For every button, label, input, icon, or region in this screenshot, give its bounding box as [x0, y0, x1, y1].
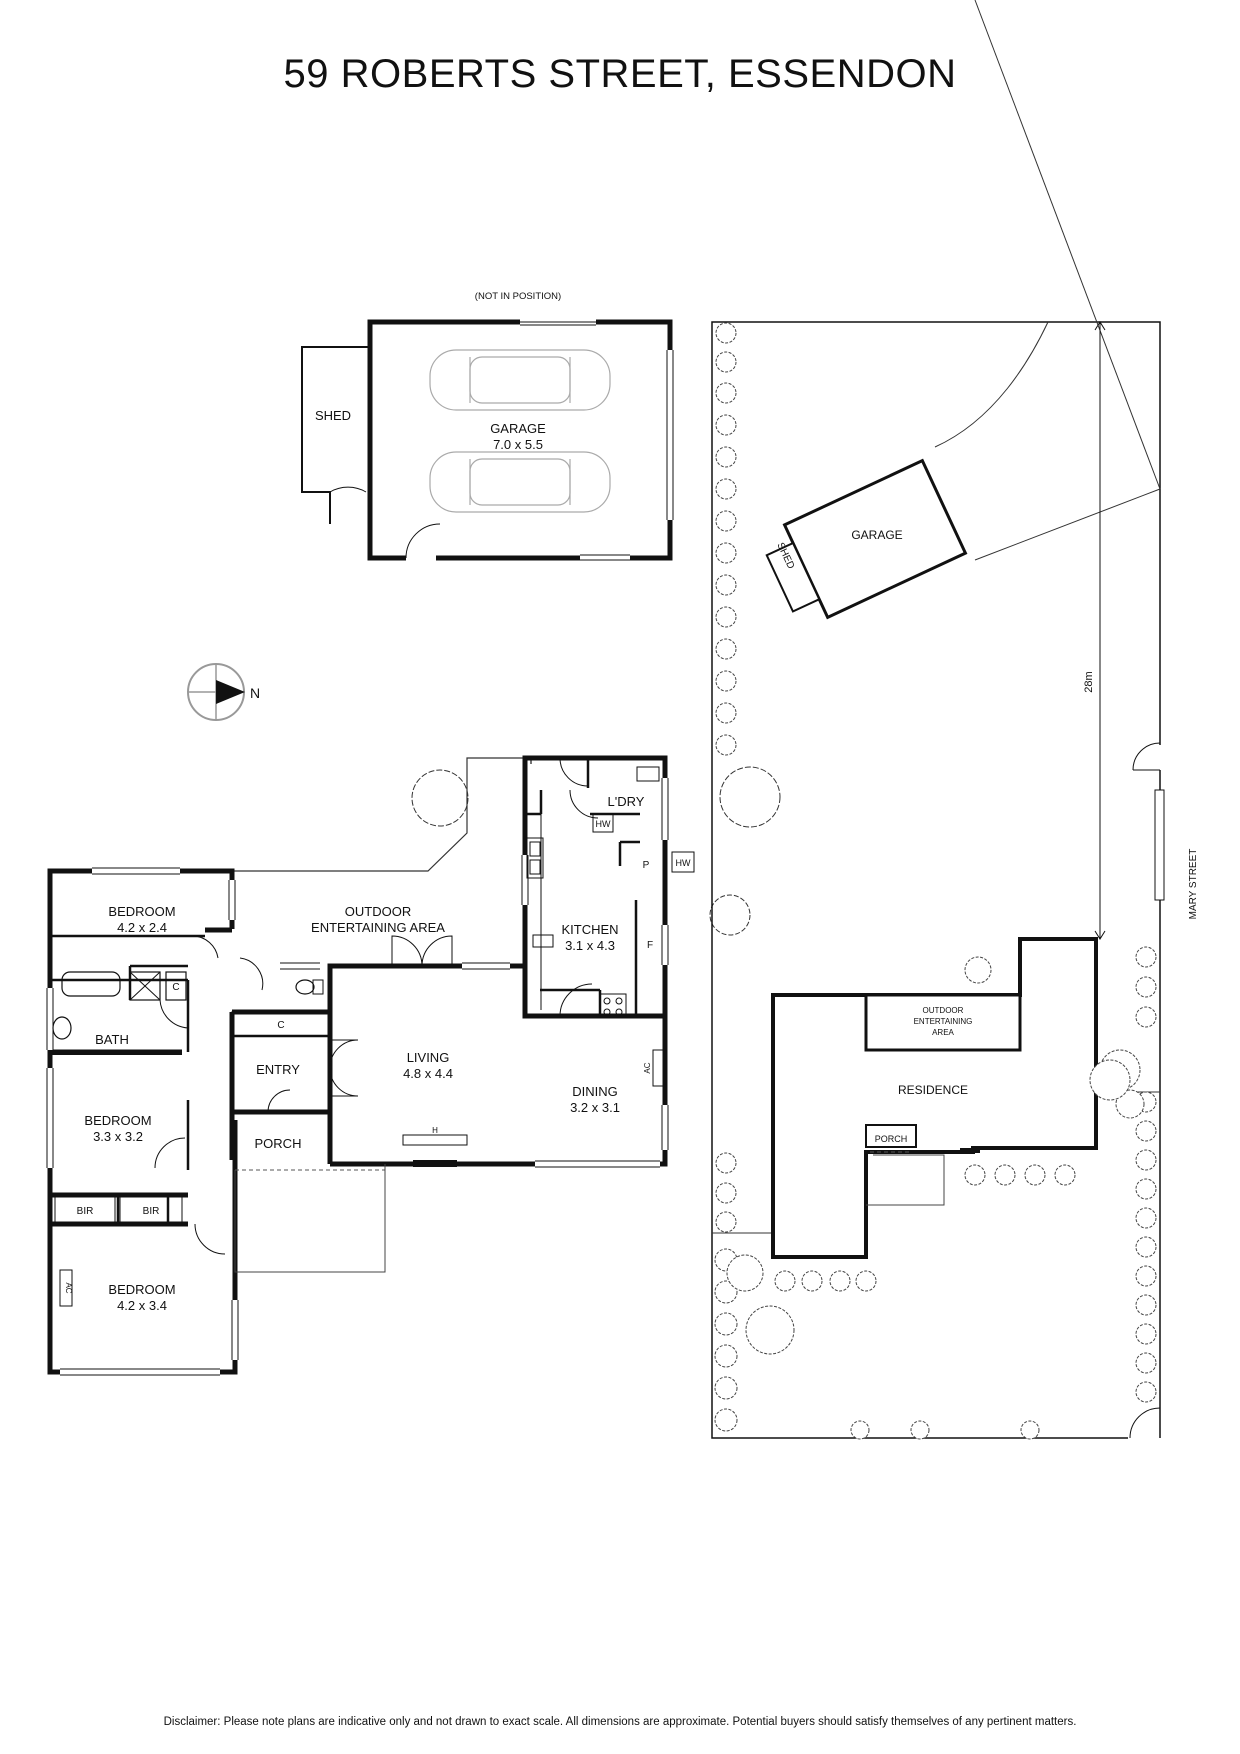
bedroom2-size: 3.3 x 3.2 [93, 1129, 143, 1144]
kitchen-size: 3.1 x 4.3 [565, 938, 615, 953]
outdoor-label-2: ENTERTAINING AREA [311, 920, 445, 935]
site-outdoor-area [864, 993, 1022, 1052]
not-in-position-note: (NOT IN POSITION) [475, 291, 561, 302]
entry-cupboard-label: C [277, 1020, 284, 1031]
bedroom3-name: BEDROOM [108, 1282, 175, 1297]
living-size: 4.8 x 4.4 [403, 1066, 453, 1081]
house-plan: H [46, 755, 781, 1376]
outbuilding: (NOT IN POSITION) SHED GARAGE [301, 291, 674, 562]
site-garage [765, 458, 968, 620]
hw-external-label: HW [676, 858, 691, 868]
hw-label: HW [596, 819, 611, 829]
side-gate [1132, 742, 1161, 771]
site-porch [865, 1124, 917, 1148]
ac-unit-bedroom [59, 1269, 73, 1307]
car-bottom [429, 451, 611, 513]
garage-label: GARAGE [490, 421, 546, 436]
robe-2 [119, 1196, 183, 1223]
garden-trees [726, 956, 1131, 1440]
laundry-name: L'DRY [608, 794, 645, 809]
dining-name: DINING [572, 1084, 618, 1099]
kitchen-appliance [532, 934, 554, 948]
site-outdoor-label-2: ENTERTAINING [914, 1017, 973, 1026]
bath-name: BATH [95, 1032, 129, 1047]
living-french-door-right [421, 935, 453, 967]
boundary-trees-east [1099, 946, 1157, 1403]
heater-label: H [432, 1126, 438, 1135]
entry-name: ENTRY [256, 1062, 300, 1077]
bathtub [61, 971, 121, 997]
site-garage-label: GARAGE [851, 528, 902, 542]
toilet [295, 979, 315, 995]
site-residence [771, 937, 1098, 1259]
bedroom1-name: BEDROOM [108, 904, 175, 919]
site-outdoor-label-1: OUTDOOR [923, 1006, 964, 1015]
kitchen-name: KITCHEN [561, 922, 618, 937]
garage-door-swing [405, 523, 441, 559]
dimension-label: 28m [1083, 671, 1095, 692]
kitchen-sink [526, 837, 544, 879]
living-french-door-left [391, 935, 423, 967]
fireplace [413, 1160, 457, 1167]
robe-1-label: BIR [77, 1206, 94, 1217]
bath-cupboard-label: C [172, 982, 179, 993]
robe-1 [54, 1196, 116, 1223]
site-outdoor-label-3: AREA [932, 1028, 954, 1037]
dining-size: 3.2 x 3.1 [570, 1100, 620, 1115]
car-top [429, 349, 611, 411]
street-gate [1154, 789, 1165, 901]
outdoor-label-1: OUTDOOR [345, 904, 411, 919]
hw-unit-box [592, 813, 614, 833]
driveway-edge-south [974, 488, 1161, 561]
front-path [234, 1164, 386, 1273]
boundary-trees-west [714, 322, 738, 1432]
laundry-trough [636, 766, 660, 782]
disclaimer-text: Disclaimer: Please note plans are indica… [163, 1716, 1077, 1728]
front-gate [1129, 1407, 1161, 1439]
ac-label-dining: AC [643, 1062, 652, 1073]
residence-label: RESIDENCE [898, 1083, 968, 1097]
site-plan: GARAGE SHED RESIDENCE PORCH OUTDOOR ENTE… [711, 0, 1199, 1440]
site-front-path [866, 1154, 945, 1206]
hw-external-box [671, 851, 695, 873]
street-label: MARY STREET [1188, 849, 1199, 920]
shed-door [329, 486, 367, 493]
living-walls [327, 963, 668, 1167]
living-name: LIVING [407, 1050, 450, 1065]
garage-size: 7.0 x 5.5 [493, 437, 543, 452]
bath-cupboard [165, 971, 187, 1001]
bedroom3-size: 4.2 x 3.4 [117, 1298, 167, 1313]
shed-label: SHED [315, 408, 351, 423]
shower [129, 971, 161, 1001]
house-trees [411, 766, 781, 936]
page-title: 59 ROBERTS STREET, ESSENDON [283, 52, 957, 96]
bedroom2-name: BEDROOM [84, 1113, 151, 1128]
cooktop [599, 993, 627, 1019]
outdoor-area-outline [232, 757, 532, 872]
bedroom1-size: 4.2 x 2.4 [117, 920, 167, 935]
shed-outline [301, 346, 368, 524]
compass-icon: N [187, 663, 260, 721]
entry-cupboard [231, 1011, 331, 1037]
fridge-label: F [647, 940, 653, 951]
site-porch-label: PORCH [875, 1134, 908, 1144]
porch-name: PORCH [255, 1136, 302, 1151]
ac-label-bedroom: AC [64, 1282, 73, 1293]
robe-2-label: BIR [143, 1206, 160, 1217]
north-label: N [250, 685, 260, 701]
pantry-label: P [643, 860, 650, 871]
site-boundary [711, 321, 1161, 1439]
driveway-edge-north [934, 321, 1049, 448]
basin [52, 1016, 72, 1040]
ac-unit-dining [652, 1049, 666, 1087]
